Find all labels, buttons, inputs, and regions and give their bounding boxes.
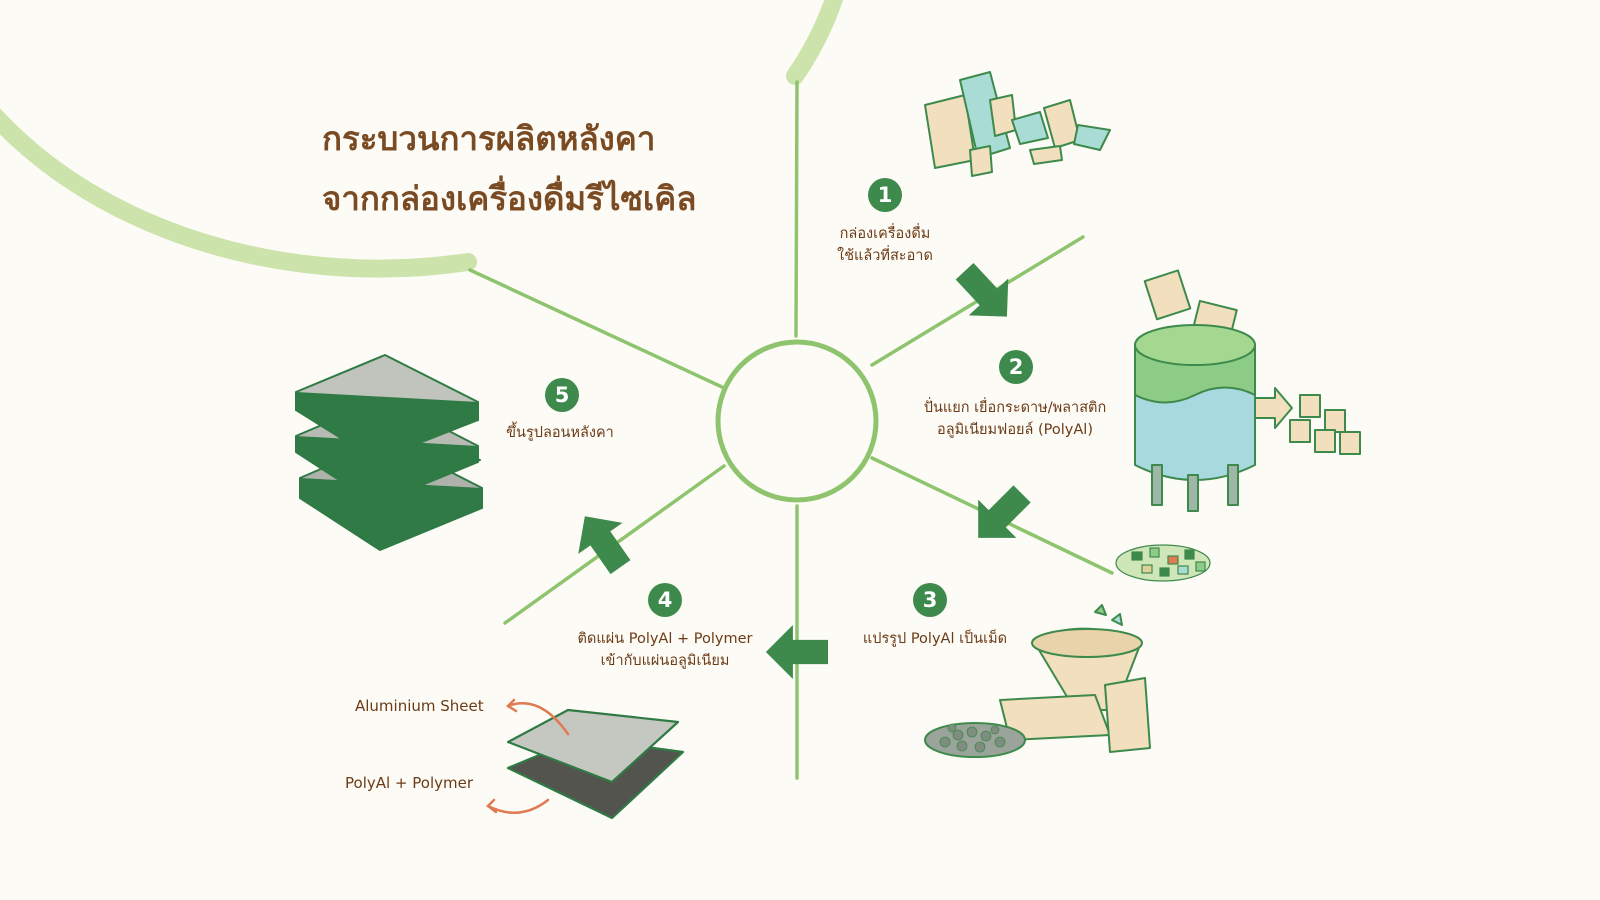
shredded-polyal-icon <box>1115 544 1211 582</box>
aluminium-sheet <box>506 708 680 784</box>
step-3-label-line-1: แปรรูป PolyAl เป็นเม็ด <box>862 631 1008 647</box>
pellets <box>939 723 1006 753</box>
step-4-label: ติดแผ่น PolyAl + Polymer เข้ากับแผ่นอลูม… <box>565 628 765 672</box>
step-1-badge: 1 <box>868 178 902 212</box>
pulper-tank-icon <box>1134 269 1361 512</box>
corrugated-roof-icon <box>295 354 483 551</box>
laminated-sheet-icon <box>506 708 685 820</box>
aluminium-label-arrow <box>506 701 570 736</box>
step-4-badge: 4 <box>648 583 682 617</box>
beverage-cartons-icon <box>924 71 1111 177</box>
aluminium-sheet-label: Aluminium Sheet <box>355 697 484 715</box>
step-3-badge: 3 <box>913 583 947 617</box>
spoke-top <box>794 80 799 338</box>
step-4-label-line-1: ติดแผ่น PolyAl + Polymer <box>577 631 753 647</box>
step-1-label-line-1: กล่องเครื่องดื่ม <box>839 226 931 242</box>
step-5-badge: 5 <box>545 378 579 412</box>
arrow-step2-to-3 <box>978 485 1031 538</box>
arrow-step3-to-4 <box>765 625 828 679</box>
arrow-step1-to-2 <box>955 262 1009 317</box>
layer-annotation-arrows <box>486 698 570 814</box>
spoke-step5-top <box>468 268 724 389</box>
step-2-label-line-1: ปั่นแยก เยื่อกระดาษ/พลาสติก <box>923 400 1107 416</box>
flow-arrows <box>578 262 1031 679</box>
page-title-line-1: กระบวนการผลิตหลังคา <box>322 119 656 158</box>
step-2-label: ปั่นแยก เยื่อกระดาษ/พลาสติก อลูมิเนียมฟอ… <box>905 397 1125 441</box>
polyal-polymer-label: PolyAl + Polymer <box>345 774 474 792</box>
outer-ring-arc <box>0 0 843 278</box>
step-2-badge: 2 <box>999 350 1033 384</box>
step-3-label: แปรรูป PolyAl เป็นเม็ด <box>855 628 1015 650</box>
step-1-label: กล่องเครื่องดื่ม ใช้แล้วที่สะอาด <box>815 223 955 267</box>
step-5-label-line-1: ขึ้นรูปลอนหลังคา <box>506 425 614 441</box>
polymer-label-arrow <box>486 798 550 814</box>
step-5-label: ขึ้นรูปลอนหลังคา <box>490 422 630 444</box>
spokes <box>468 80 1114 780</box>
step-1-label-line-2: ใช้แล้วที่สะอาด <box>837 248 933 264</box>
step-4-label-line-2: เข้ากับแผ่นอลูมิเนียม <box>600 653 730 669</box>
step-2-label-line-2: อลูมิเนียมฟอยล์ (PolyAl) <box>936 422 1093 438</box>
page-title-line-2: จากกล่องเครื่องดื่มรีไซเคิล <box>322 179 697 218</box>
center-circle <box>715 339 879 503</box>
arrow-step4-to-5 <box>578 516 631 575</box>
